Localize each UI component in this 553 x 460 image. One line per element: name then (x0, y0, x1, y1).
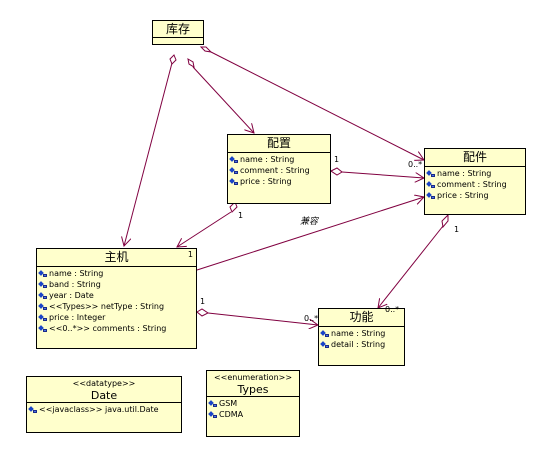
attribute-icon (427, 192, 436, 200)
attribute-list: name : String comment : String price : S… (425, 167, 525, 202)
attribute-icon (39, 325, 48, 333)
attribute-row: name : String (39, 268, 194, 279)
attribute-text: band : String (49, 280, 101, 289)
attribute-text: detail : String (331, 340, 386, 349)
attribute-text: price : String (437, 191, 489, 200)
attribute-text: comment : String (240, 166, 310, 175)
edge-kucun-peizhi (192, 66, 254, 133)
attribute-icon (39, 303, 48, 311)
diamond-zhuji-gongneng (196, 308, 209, 317)
attribute-row: name : String (230, 154, 328, 165)
attribute-icon (321, 341, 330, 349)
attribute-text: name : String (49, 269, 104, 278)
class-title: 配件 (462, 150, 487, 164)
diamond-peizhi-peijian (330, 167, 343, 176)
class-title: 库存 (165, 22, 190, 36)
multiplicity-label: 1 (334, 155, 340, 164)
diamond-kucun-peijian (199, 46, 213, 53)
class-stereotype: <<enumeration>> (213, 373, 293, 382)
attribute-icon (321, 330, 330, 338)
multiplicity-label: 1 (200, 297, 206, 306)
attribute-list: name : String comment : String price : S… (228, 153, 330, 188)
edge-zhuji-gongneng (207, 312, 318, 325)
attribute-list: name : String detail : String (319, 327, 404, 351)
class-title: Types (237, 383, 269, 396)
attribute-icon (427, 170, 436, 178)
attribute-icon (427, 181, 436, 189)
multiplicity-label: 0..* (408, 160, 423, 169)
attribute-row: GSM (209, 398, 297, 409)
class-gongneng[interactable]: 功能 name : String detail : String (318, 308, 405, 366)
class-zhuji[interactable]: 主机 1 name : String band : String year : … (36, 248, 197, 349)
attribute-row: price : String (427, 190, 523, 201)
edge-kucun-peijian (210, 51, 424, 160)
class-title: 配置 (266, 136, 291, 150)
attribute-icon (209, 400, 218, 408)
attribute-row: comment : String (427, 179, 523, 190)
multiplicity-label: 1 (238, 211, 244, 220)
attribute-list: name : String band : String year : Date … (37, 267, 196, 335)
attribute-row: <<javaclass>> java.util.Date (29, 404, 179, 415)
attribute-icon (230, 167, 239, 175)
attribute-icon (39, 270, 48, 278)
attribute-list: GSM CDMA (207, 397, 299, 421)
attribute-row: price : String (230, 176, 328, 187)
attribute-text: name : String (240, 155, 295, 164)
attribute-text: <<javaclass>> java.util.Date (39, 405, 159, 414)
attribute-icon (29, 406, 38, 414)
attribute-text: comment : String (437, 180, 507, 189)
diamond-kucun-zhuji (169, 54, 177, 65)
attribute-list: <<javaclass>> java.util.Date (27, 403, 181, 416)
class-peizhi[interactable]: 配置 name : String comment : String price … (227, 134, 331, 204)
class-types[interactable]: <<enumeration>> Types GSM CDMA (206, 370, 300, 437)
attribute-text: <<0..*>> comments : String (49, 324, 167, 333)
attribute-icon (39, 314, 48, 322)
edge-peizhi-zhuji (177, 211, 232, 247)
class-stereotype: <<datatype>> (72, 379, 136, 388)
attribute-text: year : Date (49, 291, 94, 300)
edge-zhuji-peijian (196, 197, 424, 271)
multiplicity-label: 0..* (304, 314, 319, 323)
attribute-row: <<Types>> netType : String (39, 301, 194, 312)
class-peijian[interactable]: 配件 name : String comment : String price … (424, 148, 526, 215)
attribute-icon (39, 281, 48, 289)
attribute-row: name : String (427, 168, 523, 179)
multiplicity-label: 1 (454, 225, 460, 234)
attribute-row: price : Integer (39, 312, 194, 323)
attribute-row: comment : String (230, 165, 328, 176)
attribute-row: CDMA (209, 409, 297, 420)
attribute-row: <<0..*>> comments : String (39, 323, 194, 334)
attribute-icon (230, 178, 239, 186)
attribute-text: CDMA (219, 410, 244, 419)
attribute-text: name : String (437, 169, 492, 178)
class-kucun[interactable]: 库存 (152, 20, 204, 45)
class-title: 功能 (349, 310, 374, 324)
attribute-text: name : String (331, 329, 386, 338)
association-label: 兼容 (300, 217, 319, 227)
class-date[interactable]: <<datatype>> Date <<javaclass>> java.uti… (26, 376, 182, 433)
class-title: 主机 (104, 250, 129, 264)
diamond-peijian-gongneng (441, 213, 449, 229)
attribute-text: price : Integer (49, 313, 106, 322)
attribute-text: price : String (240, 177, 292, 186)
diamond-peizhi-zhuji (229, 201, 238, 213)
class-multiplicity: 1 (187, 250, 193, 259)
attribute-icon (230, 156, 239, 164)
attribute-row: name : String (321, 328, 402, 339)
attribute-icon (209, 411, 218, 419)
attribute-row: detail : String (321, 339, 402, 350)
attribute-text: <<Types>> netType : String (49, 302, 165, 311)
multiplicity-label: 0..* (385, 305, 400, 314)
attribute-text: GSM (219, 399, 238, 408)
attribute-icon (39, 292, 48, 300)
edge-peijian-gongneng (378, 225, 444, 308)
edge-peizhi-peijian (341, 171, 424, 178)
edge-kucun-zhuji (124, 62, 173, 246)
attribute-row: year : Date (39, 290, 194, 301)
diamond-kucun-peizhi (187, 57, 195, 69)
attribute-row: band : String (39, 279, 194, 290)
class-title: Date (90, 389, 118, 402)
